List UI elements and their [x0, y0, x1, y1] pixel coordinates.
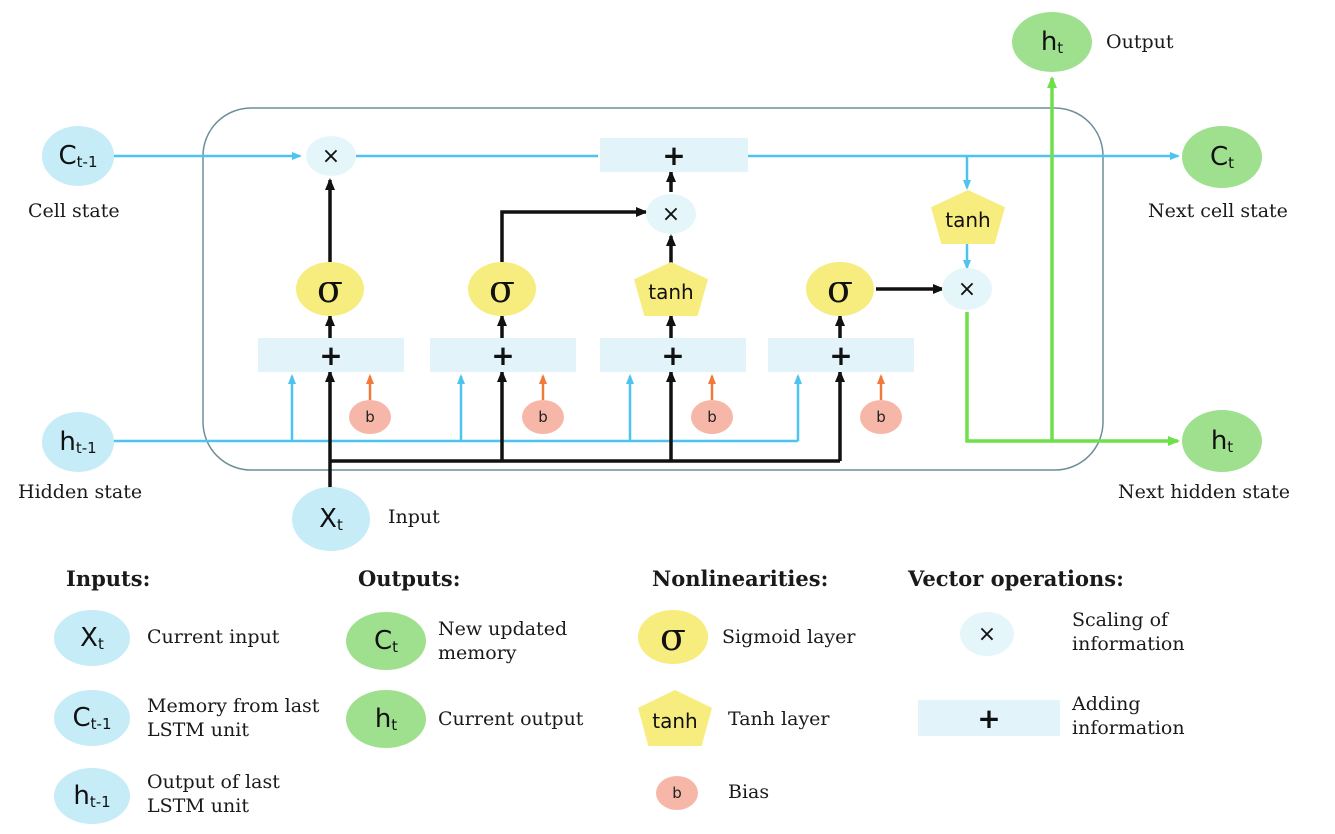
- next-cell-state-label: Next cell state: [1148, 200, 1288, 222]
- output-label: Output: [1106, 31, 1174, 53]
- forget-gate-bias: b: [349, 400, 391, 434]
- legend-sigmoid-label: Sigmoid layer: [722, 626, 856, 648]
- input-gate-bias: b: [522, 400, 564, 434]
- input-multiply-op: ×: [646, 194, 696, 234]
- legend-scaling-symbol: ×: [960, 612, 1014, 656]
- node-subscript: t: [1228, 154, 1235, 172]
- legend-nonlinearities-heading: Nonlinearities:: [652, 566, 829, 591]
- input-gate-add-op: +: [430, 338, 576, 372]
- legend-tanh-label: Tanh layer: [728, 708, 830, 730]
- legend-output-prev-label: Output of last LSTM unit: [147, 771, 280, 817]
- output-gate-bias: b: [860, 400, 902, 434]
- legend-inputs-heading: Inputs:: [66, 566, 151, 591]
- cell-state-label: Cell state: [28, 200, 120, 222]
- output-gate-add-op: +: [768, 338, 914, 372]
- node-symbol: h: [374, 704, 392, 734]
- legend-current-output-label: Current output: [438, 708, 584, 730]
- output-gate-sigmoid: σ: [806, 262, 874, 316]
- node-symbol: h: [59, 427, 76, 457]
- next-hidden-state-label: Next hidden state: [1118, 481, 1291, 503]
- node-subscript: t: [392, 638, 399, 656]
- legend-sigmoid-symbol: σ: [638, 610, 708, 664]
- forget-gate-add-op: +: [258, 338, 404, 372]
- node-symbol: C: [1209, 142, 1229, 172]
- node-subscript: t-1: [76, 153, 98, 171]
- legend-bias-symbol: b: [656, 776, 698, 810]
- legend-current-input-label: Current input: [147, 626, 280, 648]
- node-symbol: X: [319, 504, 337, 534]
- node-symbol: C: [58, 141, 77, 171]
- forget-multiply-op: ×: [306, 136, 356, 176]
- node-subscript: t-1: [90, 715, 112, 733]
- legend-new-memory-label: New updated memory: [438, 618, 568, 664]
- legend-outputs-heading: Outputs:: [358, 566, 461, 591]
- legend-scaling-label: Scaling of information: [1072, 609, 1185, 655]
- node-subscript: t: [1227, 438, 1234, 456]
- legend-adding-symbol: +: [918, 700, 1060, 736]
- candidate-bias: b: [691, 400, 733, 434]
- node-symbol: C: [72, 703, 91, 733]
- lstm-cell-frame: [202, 107, 1104, 471]
- input-label: Input: [388, 506, 440, 528]
- output-multiply-op: ×: [942, 268, 992, 310]
- node-subscript: t-1: [75, 439, 97, 457]
- legend-adding-label: Adding information: [1072, 693, 1185, 739]
- forget-gate-sigmoid: σ: [296, 262, 364, 316]
- node-subscript: t: [391, 716, 398, 734]
- input-gate-sigmoid: σ: [468, 262, 536, 316]
- node-symbol: C: [373, 626, 393, 656]
- node-subscript: t-1: [89, 793, 111, 811]
- legend-bias-label: Bias: [728, 781, 770, 803]
- node-subscript: t: [97, 635, 104, 653]
- node-symbol: X: [80, 623, 98, 653]
- cell-add-op: +: [600, 138, 748, 172]
- node-symbol: h: [73, 781, 90, 811]
- node-subscript: t: [1057, 39, 1064, 57]
- node-symbol: h: [1040, 27, 1058, 57]
- node-subscript: t: [336, 516, 343, 534]
- legend-memory-prev-label: Memory from last LSTM unit: [147, 695, 320, 741]
- candidate-add-op: +: [600, 338, 746, 372]
- hidden-state-label: Hidden state: [18, 481, 143, 503]
- node-symbol: h: [1210, 426, 1228, 456]
- legend-vector-ops-heading: Vector operations:: [908, 566, 1124, 591]
